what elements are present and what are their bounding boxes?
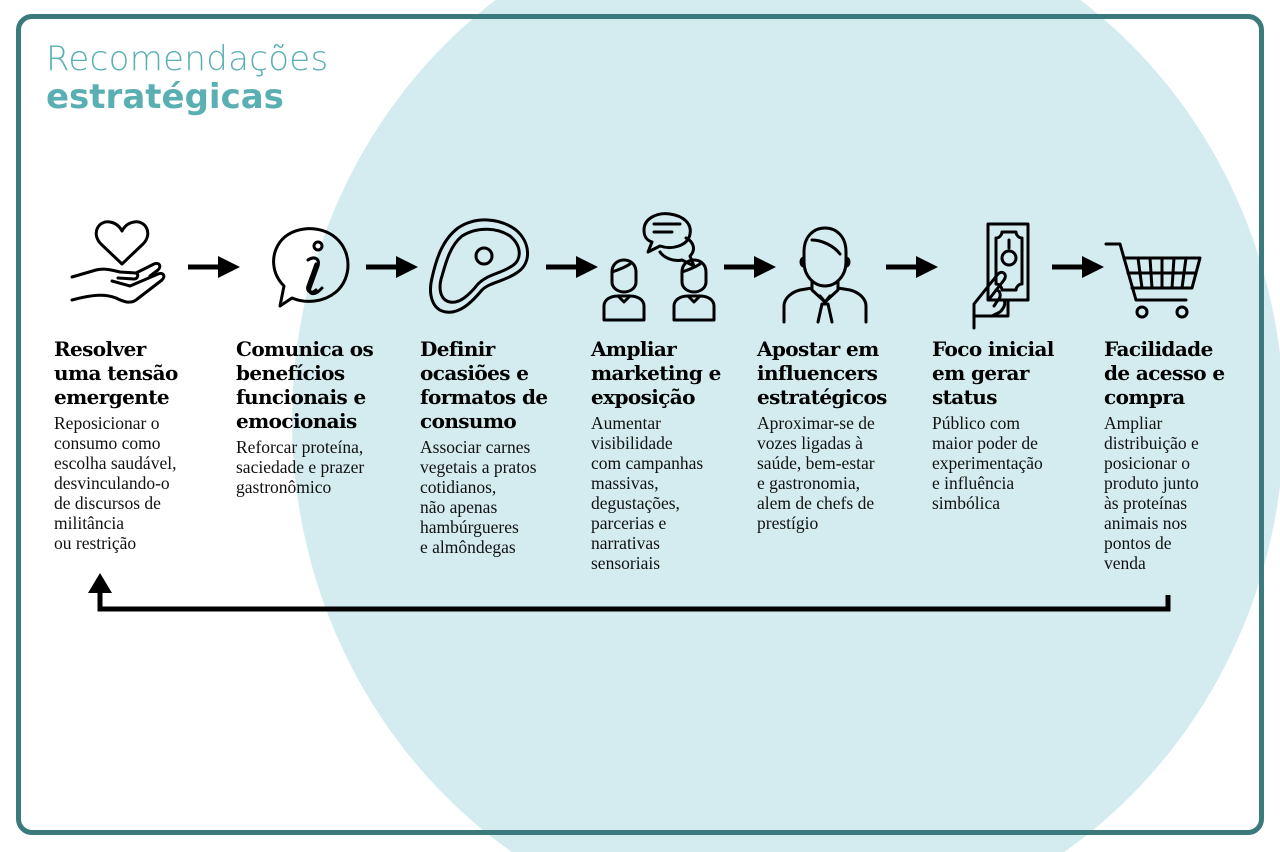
shopping-cart-icon — [1104, 240, 1204, 320]
arrow-right-icon — [546, 255, 598, 279]
step-7-heading: Facilidade de acesso e compra — [1104, 337, 1225, 409]
step-5-heading: Apostar em influencers estratégicos — [757, 337, 887, 409]
hand-holding-money-icon — [968, 220, 1034, 330]
step-7-body: Ampliar distribuição e posicionar o prod… — [1104, 413, 1199, 573]
heart-in-hand-icon — [66, 214, 176, 318]
info-speech-bubble-icon — [264, 222, 356, 314]
people-conversation-icon — [600, 210, 718, 324]
step-7: Facilidade de acesso e compra Ampliar di… — [1104, 337, 1254, 573]
step-4-body: Aumentar visibilidade com campanhas mass… — [591, 413, 704, 573]
step-2-body: Reforcar proteína, saciedade e prazer ga… — [236, 437, 365, 497]
step-3-body: Associar carnes vegetais a pratos cotidi… — [420, 437, 537, 557]
title-line-2: estratégicas — [46, 77, 284, 117]
arrow-right-icon — [886, 255, 938, 279]
step-6-heading: Foco inicial em gerar status — [932, 337, 1054, 409]
steak-icon — [428, 214, 532, 318]
card-frame — [16, 14, 1264, 835]
step-4-heading: Ampliar marketing e exposição — [591, 337, 721, 409]
step-2: Comunica os benefícios funcionais e emoc… — [236, 337, 416, 497]
arrow-right-icon — [1052, 255, 1104, 279]
page-title: Recomendações estratégicas — [46, 40, 329, 116]
arrow-right-icon — [724, 255, 776, 279]
businessman-icon — [782, 226, 868, 324]
arrow-right-icon — [366, 255, 418, 279]
step-5: Apostar em influencers estratégicos Apro… — [757, 337, 927, 533]
step-2-heading: Comunica os benefícios funcionais e emoc… — [236, 337, 374, 433]
step-3-heading: Definir ocasiões e formatos de consumo — [420, 337, 548, 433]
arrow-right-icon — [188, 255, 240, 279]
step-6: Foco inicial em gerar status Público com… — [932, 337, 1102, 513]
step-4: Ampliar marketing e exposição Aumentar v… — [591, 337, 756, 573]
step-1: Resolver uma tensão emergente Reposicion… — [54, 337, 234, 553]
step-3: Definir ocasiões e formatos de consumo A… — [420, 337, 590, 557]
step-1-body: Reposicionar o consumo como escolha saud… — [54, 413, 177, 553]
step-1-heading: Resolver uma tensão emergente — [54, 337, 178, 409]
title-line-1: Recomendações — [46, 39, 329, 79]
step-5-body: Aproximar-se de vozes ligadas à saúde, b… — [757, 413, 875, 533]
step-6-body: Público com maior poder de experimentaçã… — [932, 413, 1043, 513]
background-circle — [292, 0, 1280, 852]
